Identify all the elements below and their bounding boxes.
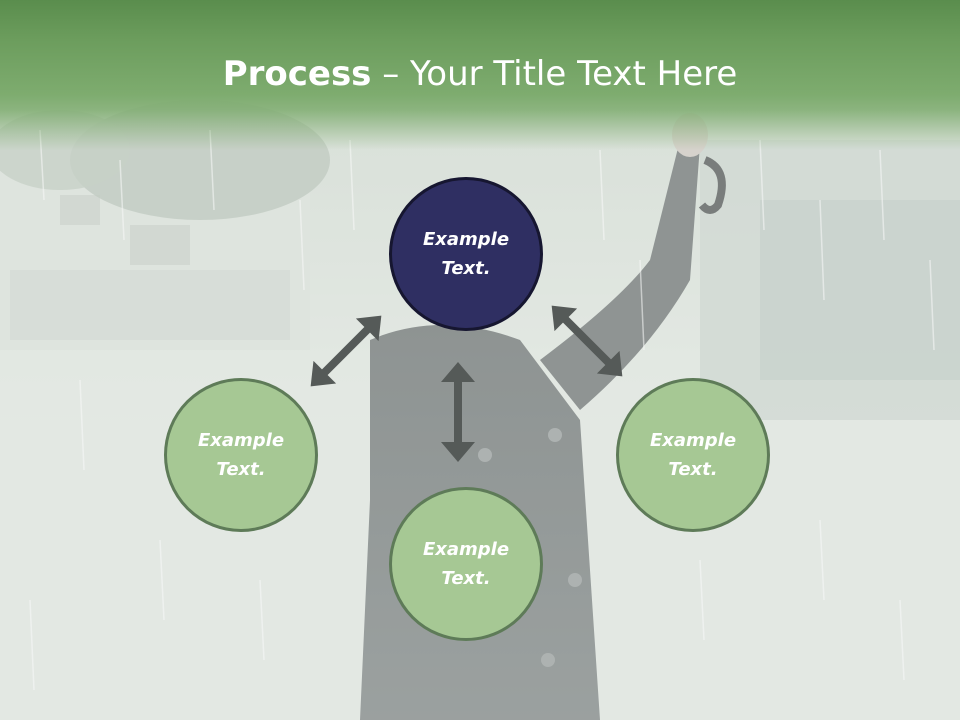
node-top-line1: Example (422, 229, 510, 250)
node-left-line1: Example (197, 430, 285, 451)
node-top-line2: Text. (441, 258, 491, 279)
node-left-line2: Text. (216, 459, 266, 480)
slide-title: Process – Your Title Text Here (0, 52, 960, 96)
title-rest: – Your Title Text Here (371, 54, 738, 94)
title-bold: Process (222, 54, 372, 94)
node-bottom-line1: Example (422, 539, 510, 560)
node-right-line2: Text. (668, 459, 718, 480)
node-right-line1: Example (649, 430, 737, 451)
header-band (0, 0, 960, 150)
node-bottom-line2: Text. (441, 568, 491, 589)
